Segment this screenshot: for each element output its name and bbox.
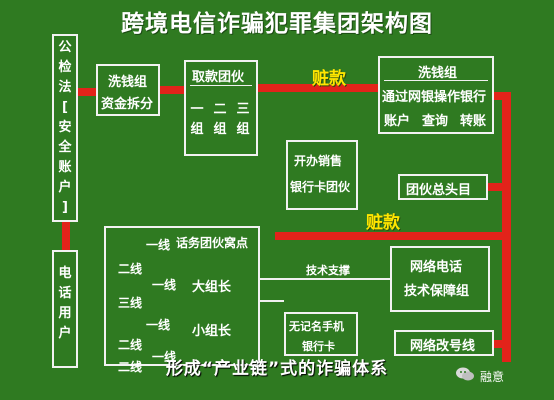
bank-op-transfer: 转账 — [460, 114, 487, 129]
pipe-numbermod-to-right — [494, 340, 506, 348]
police-char: 公 — [58, 40, 72, 55]
call-line-label: 一线 — [152, 350, 177, 364]
box-line: 无记名手机 — [289, 320, 344, 333]
withdraw-group-2: 二组 — [213, 102, 227, 137]
gang-leader-box: 团伙总头目 — [398, 174, 488, 200]
box-divider — [384, 80, 488, 81]
leader-small-group: 小组长 — [192, 324, 232, 339]
box-line: 开办销售 — [294, 154, 343, 168]
pipe-leader-to-right — [488, 183, 504, 191]
call-line-label: 一线 — [146, 318, 171, 332]
box-title: 洗钱组 — [418, 66, 458, 81]
police-char: 安 — [58, 120, 72, 135]
money-laundering-bank-box: 洗钱组 通过网银操作银行 账户 查询 转账 — [378, 56, 494, 134]
connector-anon-phone — [260, 300, 284, 302]
box-line: 银行卡团伙 — [290, 180, 351, 194]
bank-op-account: 账户 — [384, 114, 411, 129]
number-modification-box: 网络改号线 — [394, 330, 494, 356]
pipe-right-vertical — [502, 92, 511, 362]
caption-subtitle: 形成“产业链”式的诈骗体系 — [165, 359, 389, 379]
phone-user-char: 话 — [58, 286, 72, 301]
withdrawal-gang-box: 取款团伙 一组 二组 三组 — [184, 60, 258, 156]
police-safe-account-box: 公 检 法 [ 安 全 账 户 ] — [52, 34, 78, 222]
tech-support-label: 技术支撑 — [306, 264, 350, 277]
bank-card-gang-box: 开办销售 银行卡团伙 — [286, 140, 358, 210]
call-line-label: 一线 — [152, 278, 177, 292]
box-line: 网络电话 — [410, 260, 463, 275]
call-line-label: 二线 — [118, 262, 143, 276]
withdraw-group-1: 一组 — [190, 102, 204, 137]
pipe-police-to-launder — [78, 88, 98, 96]
police-char: ] — [62, 200, 68, 215]
police-char: [ — [62, 100, 68, 115]
box-divider — [190, 85, 252, 86]
call-center-box: 话务团伙窝点 一线 二线 一线 三线 一线 二线 一线 二线 大组长 小组长 — [104, 226, 260, 374]
police-char: 法 — [58, 80, 72, 95]
dirty-money-label-top: 赃款 — [312, 69, 346, 89]
call-line-label: 三线 — [118, 296, 143, 310]
money-laundering-split-box: 洗钱组 资金拆分 — [96, 64, 160, 116]
police-char: 全 — [58, 140, 72, 155]
withdraw-group-3: 三组 — [236, 102, 250, 137]
call-line-label: 二线 — [118, 360, 143, 374]
box-title: 取款团伙 — [192, 70, 245, 85]
connector-tech-support — [260, 278, 390, 280]
pipe-withdraw-to-launderbig — [257, 84, 379, 92]
dirty-money-label-mid: 赃款 — [366, 213, 400, 233]
box-line: 资金拆分 — [101, 97, 154, 112]
watermark-text: 融意 — [480, 370, 505, 384]
phone-user-char: 用 — [58, 306, 72, 321]
call-line-label: 一线 — [146, 238, 171, 252]
box-title: 话务团伙窝点 — [176, 236, 249, 250]
box-line: 通过网银操作银行 — [382, 90, 487, 105]
wechat-icon — [456, 367, 474, 381]
pipe-launder-to-withdraw — [160, 86, 184, 94]
police-char: 检 — [58, 60, 72, 75]
leader-big-group: 大组长 — [192, 280, 232, 295]
phone-user-box: 电 话 用 户 — [52, 250, 78, 368]
box-line: 技术保障组 — [404, 284, 470, 299]
page-title: 跨境电信诈骗犯罪集团架构图 — [121, 11, 433, 37]
box-line: 团伙总头目 — [406, 183, 472, 198]
box-line: 网络改号线 — [410, 339, 476, 354]
anonymous-phone-box: 无记名手机 银行卡 — [284, 312, 358, 356]
police-char: 账 — [58, 160, 72, 175]
bank-op-query: 查询 — [422, 114, 449, 129]
phone-user-char: 电 — [58, 266, 72, 281]
police-char: 户 — [58, 180, 72, 195]
phone-user-char: 户 — [58, 326, 72, 341]
box-line: 银行卡 — [302, 340, 335, 353]
box-line: 洗钱组 — [108, 75, 148, 90]
network-phone-box: 网络电话 技术保障组 — [390, 246, 490, 312]
call-line-label: 二线 — [118, 338, 143, 352]
pipe-center-to-right — [275, 232, 505, 240]
pipe-police-to-user — [62, 222, 70, 250]
pipe-launderbig-to-right — [494, 92, 510, 100]
